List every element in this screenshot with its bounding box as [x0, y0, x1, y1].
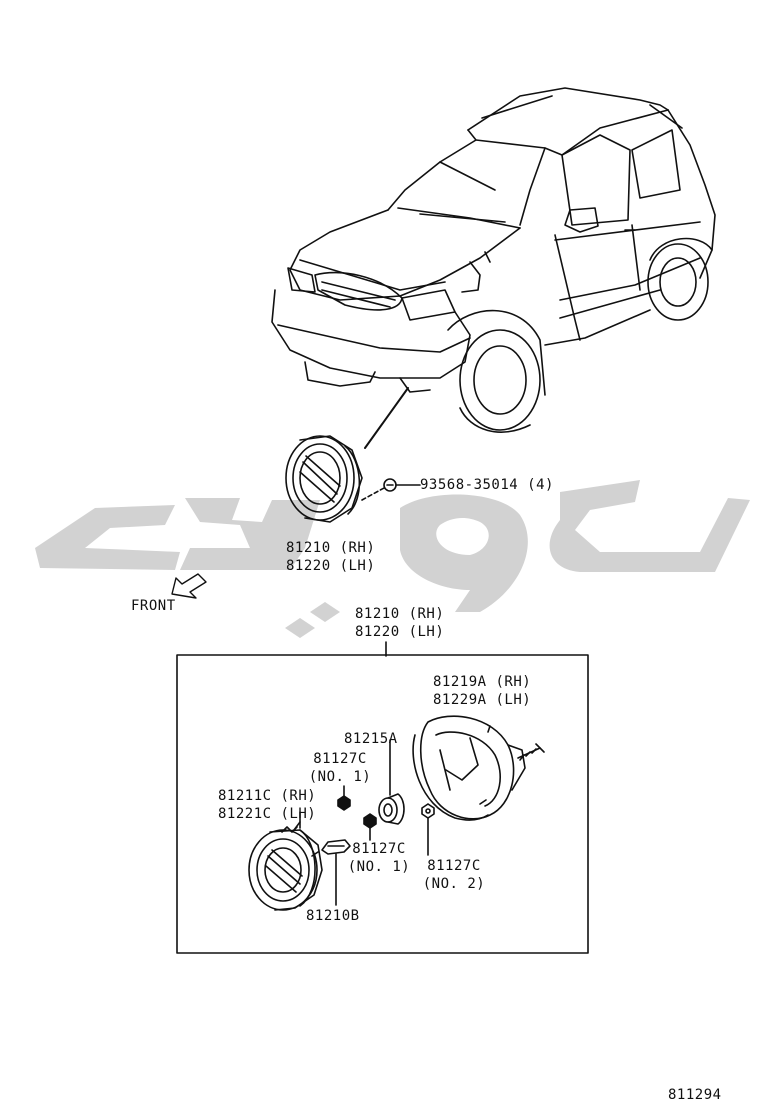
nut-b-part-label: 81127C (NO. 1)	[344, 840, 414, 876]
nut-a-code: 81127C	[313, 751, 367, 767]
nut-c-no: (NO. 2)	[422, 876, 486, 892]
lens-rh-number: 81211C (RH)	[218, 788, 317, 804]
watermark-stroke-1	[35, 505, 180, 570]
front-direction-label: FRONT	[131, 597, 176, 615]
housing-part-label: 81219A (RH) 81229A (LH)	[433, 673, 531, 709]
lens-drawing	[248, 821, 323, 911]
watermark-dot-1	[285, 618, 315, 638]
box-lh-number: 81220 (LH)	[355, 624, 445, 640]
screw-leader-dashed	[361, 487, 385, 501]
lens-lh-number: 81221C (LH)	[218, 806, 317, 822]
screw-drawing	[383, 478, 397, 492]
bulb-part-label: 81210B	[306, 907, 360, 925]
front-arrow	[171, 573, 207, 599]
nut-a-part-label: 81127C (NO. 1)	[298, 750, 382, 786]
assembly-lh-number: 81220 (LH)	[286, 558, 376, 574]
detail-box	[176, 654, 589, 954]
nut-b-code: 81127C	[352, 841, 406, 857]
front-text: FRONT	[131, 598, 176, 614]
housing-lh-number: 81229A (LH)	[433, 692, 532, 708]
lens-part-label: 81211C (RH) 81221C (LH)	[218, 787, 316, 823]
nut-b-drawing	[363, 813, 377, 829]
nut-a-no: (NO. 1)	[308, 769, 372, 785]
socket-drawing	[378, 739, 405, 825]
nut-c-drawing	[421, 803, 435, 819]
assembly-rh-number: 81210 (RH)	[286, 540, 376, 556]
nut-b-no: (NO. 1)	[347, 859, 411, 875]
diagram-number-label: 811294	[668, 1086, 722, 1104]
housing-rh-number: 81219A (RH)	[433, 674, 532, 690]
box-rh-number: 81210 (RH)	[355, 606, 445, 622]
screw-part-label: 93568-35014 (4)	[420, 476, 554, 494]
housing-drawing	[412, 715, 545, 821]
screw-part-number: 93568-35014 (4)	[420, 477, 554, 493]
box-part-label: 81210 (RH) 81220 (LH)	[355, 605, 444, 641]
watermark-stroke-4	[549, 480, 750, 572]
nut-c-code: 81127C	[427, 858, 481, 874]
socket-part-number: 81215A	[344, 731, 398, 747]
assembly-part-label: 81210 (RH) 81220 (LH)	[286, 539, 375, 575]
watermark-stroke-3	[400, 494, 528, 612]
nut-c-part-label: 81127C (NO. 2)	[414, 857, 494, 893]
diagram-number: 811294	[668, 1087, 722, 1103]
watermark-dot-2	[310, 602, 340, 622]
bulb-part-number: 81210B	[306, 908, 360, 924]
nut-a-drawing	[337, 795, 351, 811]
fog-lamp-assembly-drawing	[285, 435, 363, 523]
bulb-drawing	[311, 839, 351, 857]
vehicle-illustration	[271, 87, 716, 433]
socket-part-label: 81215A	[344, 730, 398, 748]
car-to-lamp-leader	[364, 387, 409, 449]
watermark-stroke-2	[180, 498, 320, 570]
